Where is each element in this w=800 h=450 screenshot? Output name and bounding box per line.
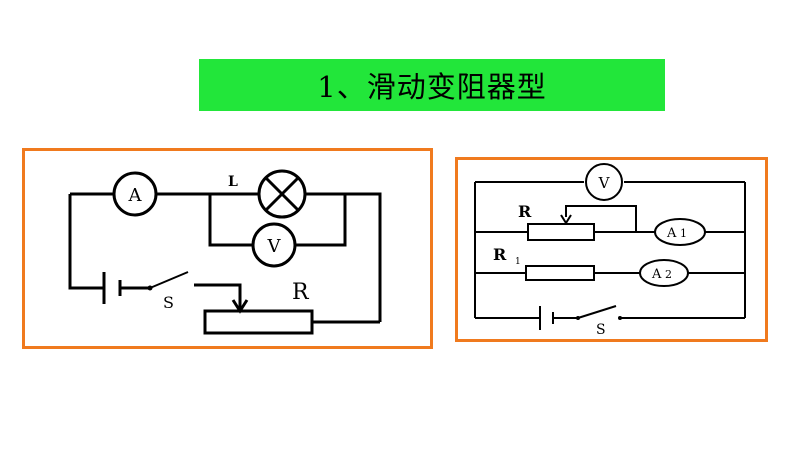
left-circuit-panel xyxy=(22,148,433,349)
left-rheostat: R xyxy=(203,280,314,335)
right-voltmeter: V xyxy=(585,163,623,201)
resistor-subscript: 1 xyxy=(515,257,521,267)
left-lamp: L xyxy=(228,169,307,219)
ammeter2-main-label: A xyxy=(651,267,662,282)
right-resistor: R 1 xyxy=(493,245,595,281)
right-circuit: V R A 1 R 1 A 2 S xyxy=(474,163,746,338)
left-switch: S xyxy=(147,271,189,312)
left-rheostat-label: R xyxy=(292,280,310,305)
resistor-label: R xyxy=(493,245,507,264)
left-voltmeter-label: V xyxy=(267,236,282,257)
right-battery xyxy=(539,306,554,330)
left-ammeter: A xyxy=(112,171,158,217)
right-switch-label: S xyxy=(596,322,606,338)
left-switch-label: S xyxy=(163,293,174,312)
right-switch: S xyxy=(576,305,622,338)
right-wires xyxy=(474,181,746,319)
lamp-label: L xyxy=(228,174,238,190)
title-banner: 1、滑动变阻器型 xyxy=(199,59,665,111)
right-rheostat: R xyxy=(518,202,595,241)
left-voltmeter: V xyxy=(251,222,297,268)
right-rheostat-label: R xyxy=(518,202,532,221)
ammeter2-sub-label: 2 xyxy=(665,268,672,281)
right-circuit-panel xyxy=(455,157,768,342)
right-voltmeter-label: V xyxy=(598,174,611,192)
right-ammeter-2: A 2 xyxy=(639,259,689,287)
left-wires xyxy=(68,192,382,324)
slide-title: 1、滑动变阻器型 xyxy=(317,70,547,104)
left-ammeter-label: A xyxy=(128,185,143,206)
ammeter1-sub-label: 1 xyxy=(680,227,687,240)
left-battery xyxy=(102,272,122,304)
ammeter1-main-label: A xyxy=(666,226,677,241)
right-ammeter-1: A 1 xyxy=(654,218,706,246)
left-circuit: S A L V R xyxy=(68,169,382,335)
